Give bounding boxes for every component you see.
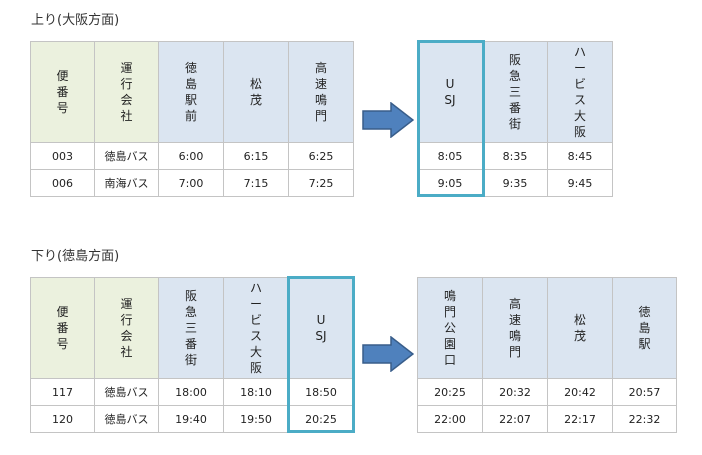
cell: 徳島バス <box>94 142 159 170</box>
header-row: 便番号 運行会社 徳島駅前 松茂 高速鳴門 USJ 阪急三番街 ハービス大阪 <box>30 41 613 197</box>
header-cell: 阪急三番街 <box>158 277 224 379</box>
cell: 7:00 <box>158 169 224 197</box>
timetable-up: 便番号 運行会社 徳島駅前 松茂 高速鳴門 USJ 阪急三番街 ハービス大阪 0… <box>30 41 613 197</box>
cell: 20:57 <box>612 378 677 406</box>
header-cell: 鳴門公園口 <box>417 277 483 379</box>
cell: 9:05 <box>417 169 483 197</box>
cell: 6:25 <box>288 142 354 170</box>
header-cell: 便番号 <box>30 277 95 379</box>
header-cell: 高速鳴門 <box>482 277 548 379</box>
cell: 徳島バス <box>94 405 159 433</box>
cell: 9:45 <box>547 169 613 197</box>
cell: 22:17 <box>547 405 613 433</box>
header-cell-usj: USJ <box>288 277 354 379</box>
cell: 9:35 <box>482 169 548 197</box>
timetable-down: 便番号 運行会社 阪急三番街 ハービス大阪 USJ 鳴門公園口 高速鳴門 松茂 … <box>30 277 677 433</box>
right-arrow-icon <box>362 336 414 372</box>
cell: 22:00 <box>417 405 483 433</box>
header-cell: 徳島駅 <box>612 277 677 379</box>
cell: 19:50 <box>223 405 289 433</box>
cell: 117 <box>30 378 95 406</box>
cell: 18:00 <box>158 378 224 406</box>
header-cell: 運行会社 <box>94 41 159 143</box>
header-cell-usj: USJ <box>417 41 483 143</box>
cell: 南海バス <box>94 169 159 197</box>
cell: 18:10 <box>223 378 289 406</box>
right-arrow-icon <box>362 102 414 138</box>
header-cell: 松茂 <box>547 277 613 379</box>
header-row: 便番号 運行会社 阪急三番街 ハービス大阪 USJ 鳴門公園口 高速鳴門 松茂 … <box>30 277 677 433</box>
header-cell: 運行会社 <box>94 277 159 379</box>
cell: 7:25 <box>288 169 354 197</box>
section-title-up: 上り(大阪方面) <box>31 13 120 28</box>
cell: 006 <box>30 169 95 197</box>
header-cell: 松茂 <box>223 41 289 143</box>
cell: 18:50 <box>288 378 354 406</box>
header-cell: 阪急三番街 <box>482 41 548 143</box>
cell: 8:45 <box>547 142 613 170</box>
cell: 徳島バス <box>94 378 159 406</box>
cell: 20:25 <box>417 378 483 406</box>
table-row: 117 徳島バス 18:00 18:10 18:50 20:25 20:32 2… <box>30 378 677 406</box>
cell: 6:15 <box>223 142 289 170</box>
table-row: 006 南海バス 7:00 7:15 7:25 9:05 9:35 9:45 <box>30 169 613 197</box>
cell: 8:05 <box>417 142 483 170</box>
cell: 20:32 <box>482 378 548 406</box>
header-cell: 徳島駅前 <box>158 41 224 143</box>
cell: 120 <box>30 405 95 433</box>
cell: 20:25 <box>288 405 354 433</box>
cell: 7:15 <box>223 169 289 197</box>
cell: 003 <box>30 142 95 170</box>
cell: 20:42 <box>547 378 613 406</box>
header-cell: ハービス大阪 <box>547 41 613 143</box>
header-cell: ハービス大阪 <box>223 277 289 379</box>
table-row: 120 徳島バス 19:40 19:50 20:25 22:00 22:07 2… <box>30 405 677 433</box>
header-cell: 高速鳴門 <box>288 41 354 143</box>
cell: 8:35 <box>482 142 548 170</box>
table-row: 003 徳島バス 6:00 6:15 6:25 8:05 8:35 8:45 <box>30 142 613 170</box>
cell: 19:40 <box>158 405 224 433</box>
cell: 6:00 <box>158 142 224 170</box>
cell: 22:32 <box>612 405 677 433</box>
cell: 22:07 <box>482 405 548 433</box>
section-title-down: 下り(徳島方面) <box>31 249 120 264</box>
header-cell: 便番号 <box>30 41 95 143</box>
